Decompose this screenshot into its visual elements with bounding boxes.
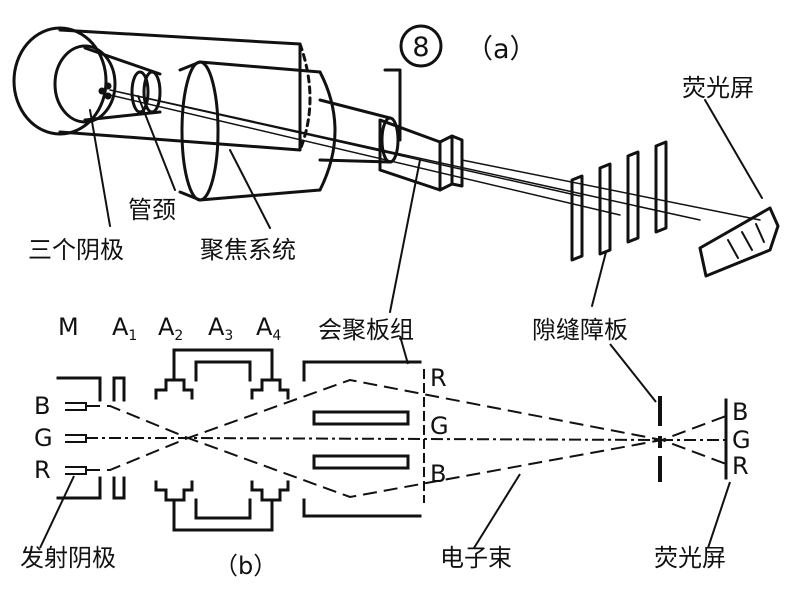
label-three-cathodes: 三个阴极 <box>28 236 124 264</box>
screen-label-b: B <box>732 398 748 426</box>
inner-electrode-end <box>380 116 400 164</box>
figure-number: 8 <box>412 32 429 63</box>
label-fluorescent-screen-a: 荧光屏 <box>682 74 754 102</box>
leader-focus <box>229 149 271 229</box>
gun-label-b: B <box>34 392 50 420</box>
label-emission-cathode: 发射阴极 <box>20 544 116 572</box>
beam-path-g <box>86 437 726 441</box>
slot-plate <box>626 150 640 244</box>
leader-emission-cathode <box>39 475 75 549</box>
screen-label-g: G <box>732 426 751 454</box>
electrode-a1-bottom <box>112 476 126 500</box>
beam-lines <box>109 89 761 221</box>
leader-convergence-b <box>399 335 409 365</box>
label-fluorescent-screen-b: 荧光屏 <box>654 544 726 572</box>
figure-number-circle <box>399 24 443 68</box>
electrode-a4-bottom <box>250 480 290 502</box>
label-tube-neck: 管颈 <box>128 196 176 224</box>
screen-label-r: R <box>732 452 749 480</box>
electrode-a4: A4 <box>256 313 281 344</box>
screen-panel <box>698 206 780 278</box>
electrode-a3: A3 <box>208 313 233 344</box>
label-slot-barrier: 隙缝障板 <box>532 316 628 344</box>
cathode-dot <box>104 92 112 100</box>
tube-end-inner <box>53 44 117 124</box>
electrode-a3-bottom <box>172 498 274 532</box>
plate-beam-label-b: B <box>430 460 446 488</box>
electrode-a4-top <box>250 378 290 400</box>
convergence-fins <box>438 134 464 192</box>
electrode-a2: A2 <box>158 313 183 344</box>
mount-bracket <box>383 68 402 142</box>
focus-cylinder <box>198 60 337 202</box>
convergence-block <box>378 118 442 192</box>
convergence-plate-upper <box>312 410 410 426</box>
electrode-a2-bottom <box>154 480 194 502</box>
label-focus-system: 聚焦系统 <box>200 236 296 264</box>
gun-b <box>65 402 87 411</box>
electrode-a2-top <box>154 378 194 400</box>
caption-a: （a） <box>466 34 537 65</box>
inner-electrode <box>318 98 392 164</box>
gun-r <box>65 466 87 475</box>
leader-screen <box>704 99 763 199</box>
tube-neck <box>83 46 162 122</box>
beam-path-b <box>86 405 727 499</box>
leader-convergence <box>389 159 421 313</box>
label-electron-beam: 电子束 <box>440 544 512 572</box>
focus-cylinder-front <box>180 60 220 202</box>
leader-screen-b <box>707 481 731 549</box>
slot-plate <box>654 140 668 234</box>
electrode-labels: M A1 A2 A3 A4 <box>58 313 281 344</box>
leader-slot-b <box>609 343 657 403</box>
convergence-plate-lower <box>312 454 410 470</box>
label-convergence-plates: 会聚板组 <box>318 316 414 344</box>
gun-label-g: G <box>34 424 53 452</box>
electrode-a1: A1 <box>112 313 137 344</box>
convergence-outer-bottom <box>302 498 422 518</box>
tube-end-left <box>12 26 108 136</box>
leader-slot <box>591 251 607 307</box>
slot-plate <box>570 174 584 262</box>
electrode-m-top <box>56 376 102 402</box>
neck-ring-1 <box>130 70 150 114</box>
electrode-a3-top <box>172 348 274 382</box>
gun-g <box>65 434 87 443</box>
cathode-dot <box>104 82 112 90</box>
electrode-m-bottom <box>56 476 102 500</box>
electrode-a1-top <box>112 376 126 402</box>
plate-beam-label-r: R <box>430 364 447 392</box>
beam-paths <box>39 335 731 549</box>
gun-label-r: R <box>34 456 51 484</box>
focus-inner <box>178 60 202 202</box>
slot-plate <box>598 162 612 256</box>
leader-electron-beam <box>473 473 521 549</box>
convergence-outer-top <box>302 360 422 382</box>
electrode-m: M <box>58 313 79 341</box>
tube-illustration <box>12 26 780 313</box>
tube-envelope-right <box>298 42 312 152</box>
caption-b: （b） <box>214 552 277 580</box>
neck-ring-2 <box>142 70 162 114</box>
leader-neck <box>137 95 176 191</box>
screen-stripes <box>727 223 765 259</box>
plate-beam-label-g: G <box>430 412 449 440</box>
cathode-dot <box>98 87 106 95</box>
leader-cathodes <box>89 109 111 227</box>
beam-path-r <box>86 378 727 471</box>
schematic <box>56 348 728 532</box>
